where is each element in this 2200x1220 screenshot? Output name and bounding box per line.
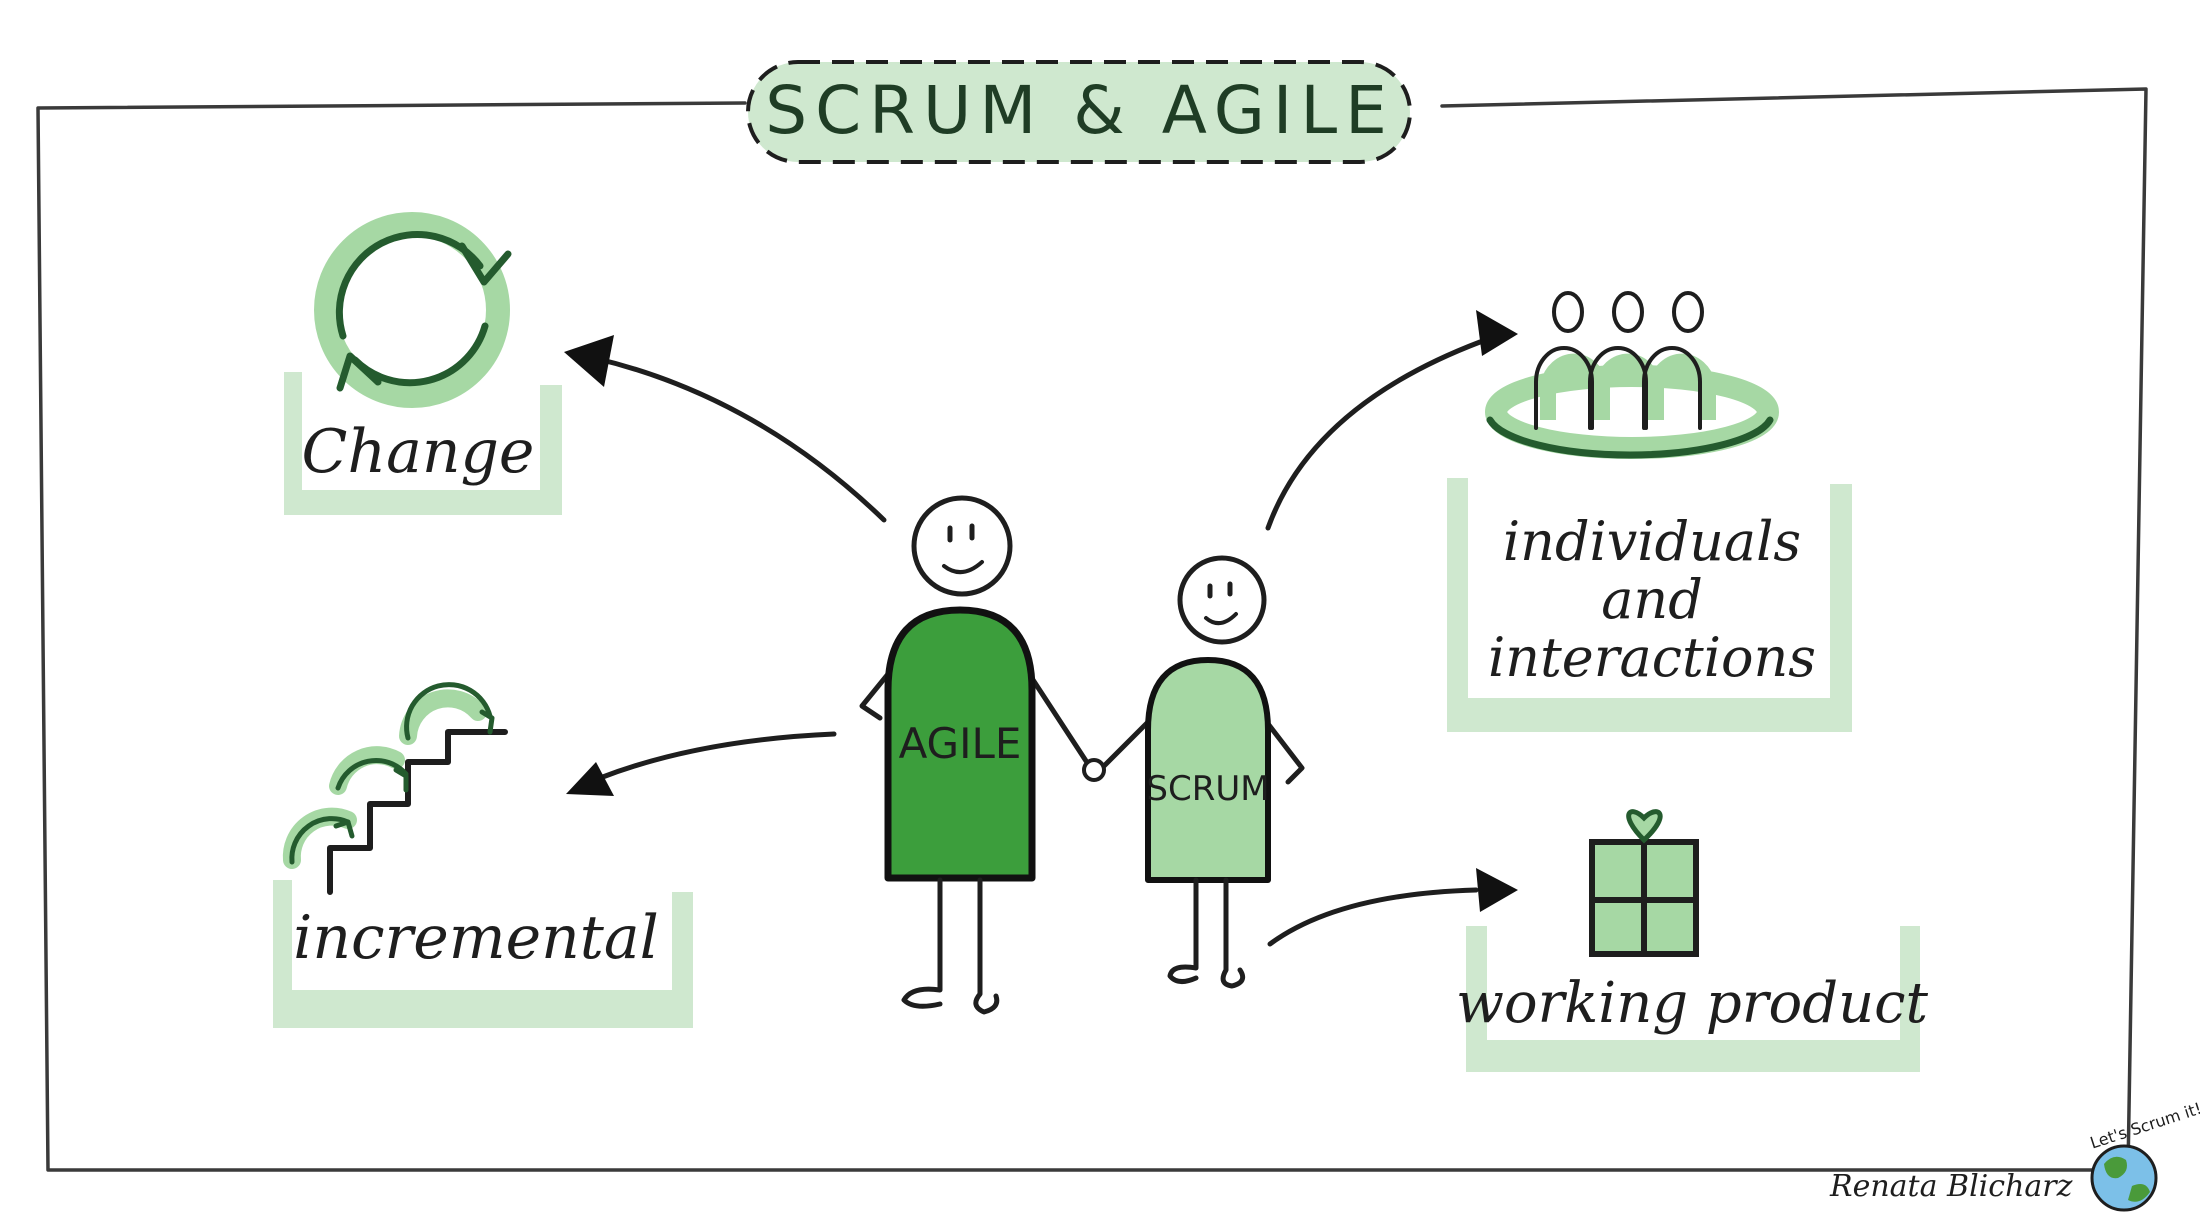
label-interactions: interactions (1488, 626, 1816, 689)
arrow-to-individuals (1265, 339, 1483, 531)
team-icon (1485, 291, 1779, 459)
cycle-arrows-icon (314, 212, 512, 408)
concept-change: Change (284, 212, 562, 515)
arrow-to-individuals-head (1476, 310, 1518, 356)
arrow-to-incremental (597, 731, 837, 781)
label-and: and (1601, 568, 1703, 631)
shirt-label-agile: AGILE (899, 719, 1022, 768)
stairs-icon (282, 682, 508, 895)
concept-individuals-interactions: individuals and interactions (1447, 291, 1852, 732)
arrow-to-change-head (564, 335, 614, 387)
signature-text: Renata Blicharz (1829, 1169, 2073, 1204)
arrow-to-incremental-head (566, 762, 614, 796)
label-individuals: individuals (1503, 510, 1801, 573)
signature: Renata Blicharz Let's Scrum it! (1829, 1099, 2200, 1212)
page-title: SCRUM & AGILE (765, 72, 1395, 149)
label-incremental: incremental (293, 903, 659, 973)
title-banner: SCRUM & AGILE (746, 60, 1412, 164)
logo-text: Let's Scrum it! (2088, 1099, 2200, 1153)
outer-frame (36, 87, 2148, 1172)
arrow-to-working-product-head (1476, 868, 1518, 912)
gift-icon (1589, 809, 1699, 957)
globe-logo-icon (2090, 1144, 2158, 1212)
arrow-to-change (591, 355, 887, 523)
concept-incremental: incremental (273, 682, 693, 1028)
label-change: Change (302, 417, 535, 487)
shirt-label-scrum: SCRUM (1146, 769, 1269, 809)
figure-scrum: SCRUM (1082, 555, 1305, 989)
label-working-product: working product (1456, 971, 1929, 1036)
arrow-to-working-product (1267, 887, 1479, 947)
figure-agile: AGILE (859, 495, 1091, 1015)
concept-working-product: working product (1456, 809, 1929, 1072)
arrows (564, 310, 1518, 947)
